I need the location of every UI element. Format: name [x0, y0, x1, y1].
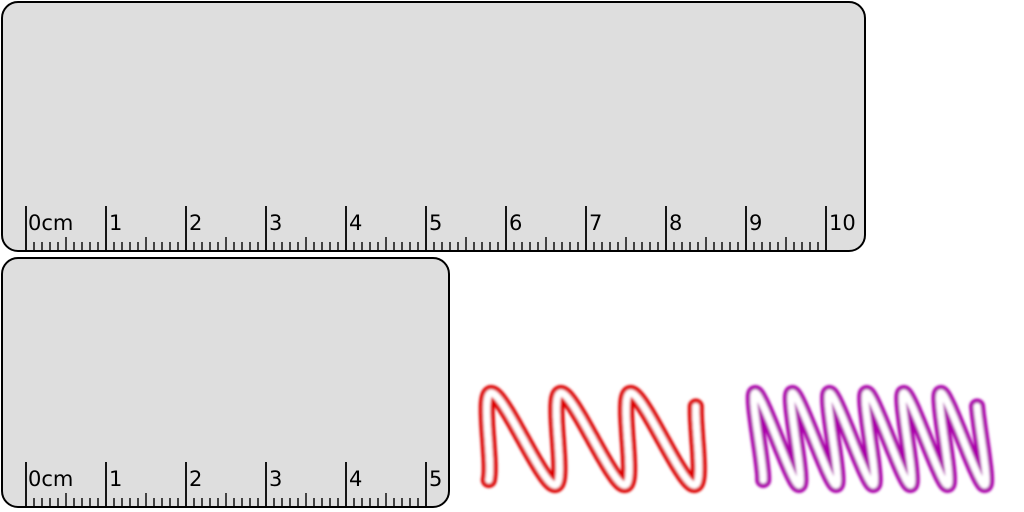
- ruler-5cm-label-2: 2: [189, 467, 202, 491]
- ruler-10cm-label-1: 1: [109, 211, 122, 235]
- ruler-10cm-label-10: 10: [829, 211, 856, 235]
- ruler-10cm-labels: 0cm 1 2 3 4 5 6 7 8 9 10: [28, 211, 856, 235]
- red-spring-core: [483, 389, 703, 489]
- ruler-10cm-label-8: 8: [669, 211, 682, 235]
- ruler-10cm-label-6: 6: [509, 211, 522, 235]
- ruler-10cm-label-9: 9: [749, 211, 762, 235]
- ruler-10cm-label-3: 3: [269, 211, 282, 235]
- ruler-10cm-label-5: 5: [429, 211, 442, 235]
- ruler-5cm-body[interactable]: [1, 257, 450, 508]
- ruler-5cm-labels: 0cm 1 2 3 4 5: [28, 467, 442, 491]
- ruler-5cm-label-5: 5: [429, 467, 442, 491]
- ruler-10cm-label-4: 4: [349, 211, 362, 235]
- ruler-10cm-label-0: 0cm: [28, 211, 73, 235]
- ruler-5cm-ticks: [25, 462, 427, 506]
- purple-spring[interactable]: [745, 385, 995, 493]
- red-spring[interactable]: [478, 385, 707, 493]
- purple-spring-core: [750, 389, 990, 489]
- ruler-5cm-label-0: 0cm: [28, 467, 73, 491]
- ruler-10cm[interactable]: 0cm 1 2 3 4 5 6 7 8 9 10: [1, 1, 866, 252]
- ruler-5cm-label-4: 4: [349, 467, 362, 491]
- ruler-5cm[interactable]: 0cm 1 2 3 4 5: [1, 257, 450, 508]
- ruler-10cm-label-2: 2: [189, 211, 202, 235]
- ruler-5cm-label-3: 3: [269, 467, 282, 491]
- ruler-10cm-ticks: [25, 206, 827, 250]
- ruler-10cm-body[interactable]: [1, 1, 866, 252]
- ruler-10cm-label-7: 7: [589, 211, 602, 235]
- ruler-5cm-label-1: 1: [109, 467, 122, 491]
